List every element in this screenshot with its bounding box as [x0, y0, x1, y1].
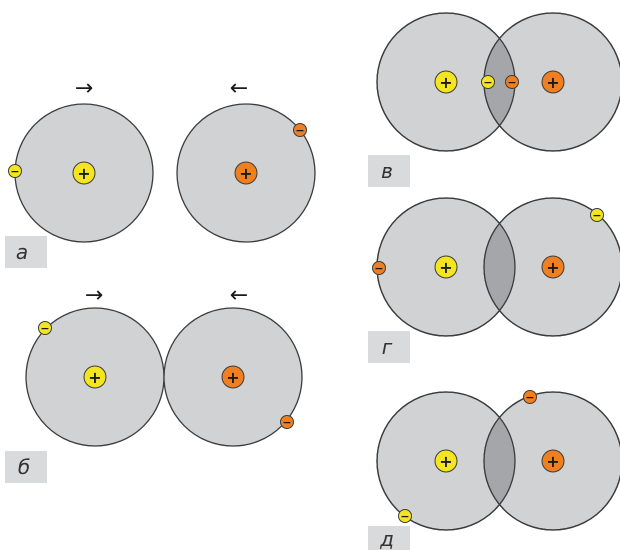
panel-v: + + − − в [368, 12, 620, 187]
atom-outline [483, 391, 620, 531]
electron-yellow [38, 321, 52, 335]
minus-icon: − [282, 416, 291, 429]
plus-icon: + [77, 164, 90, 183]
minus-icon: − [374, 262, 383, 275]
electron-orange [505, 75, 519, 89]
plus-icon: + [546, 258, 559, 277]
plus-icon: + [546, 452, 559, 471]
panel-b: → ← + + − − б [5, 283, 303, 483]
panel-label-box [368, 526, 410, 550]
minus-icon: − [295, 124, 304, 137]
arrow-left-icon: ← [230, 76, 248, 101]
nucleus-yellow [434, 255, 458, 279]
panel-d: + + − − д [368, 390, 620, 550]
panel-g: + + − − г [368, 197, 620, 363]
arrow-left-icon: ← [230, 283, 248, 308]
nucleus-orange [541, 449, 565, 473]
nucleus-yellow [434, 449, 458, 473]
electron-orange [372, 261, 386, 275]
nucleus-orange [541, 255, 565, 279]
electron-orange [293, 123, 307, 137]
nucleus-yellow [434, 70, 458, 94]
electron-yellow [481, 75, 495, 89]
nucleus-yellow [83, 365, 107, 389]
electron-orange [523, 390, 537, 404]
nucleus-yellow [72, 161, 96, 185]
minus-icon: − [507, 76, 516, 89]
minus-icon: − [483, 76, 492, 89]
electron-orange [280, 415, 294, 429]
plus-icon: + [439, 73, 452, 92]
minus-icon: − [10, 165, 19, 178]
plus-icon: + [88, 368, 101, 387]
minus-icon: − [592, 209, 601, 222]
plus-icon: + [226, 368, 239, 387]
electron-yellow [590, 208, 604, 222]
nucleus-orange [221, 365, 245, 389]
plus-icon: + [439, 258, 452, 277]
panel-label: а [16, 240, 28, 264]
atom-outline [483, 197, 620, 337]
panel-label: д [379, 527, 394, 550]
panel-label: в [381, 159, 393, 183]
nucleus-orange [541, 70, 565, 94]
minus-icon: − [40, 322, 49, 335]
panel-label-box [5, 451, 47, 483]
minus-icon: − [525, 391, 534, 404]
plus-icon: + [546, 73, 559, 92]
atom-outline [376, 391, 516, 531]
panel-label-box [5, 236, 47, 268]
plus-icon: + [239, 164, 252, 183]
panel-label: г [382, 335, 393, 359]
electron-yellow [398, 509, 412, 523]
arrow-right-icon: → [75, 76, 93, 101]
electron-yellow [8, 164, 22, 178]
panel-label-box [368, 331, 410, 363]
panel-label-box [368, 155, 410, 187]
panel-label: б [18, 455, 30, 479]
nucleus-orange [234, 161, 258, 185]
minus-icon: − [400, 510, 409, 523]
plus-icon: + [439, 452, 452, 471]
panel-a: → ← + + − − а [5, 76, 316, 268]
arrow-right-icon: → [85, 283, 103, 308]
